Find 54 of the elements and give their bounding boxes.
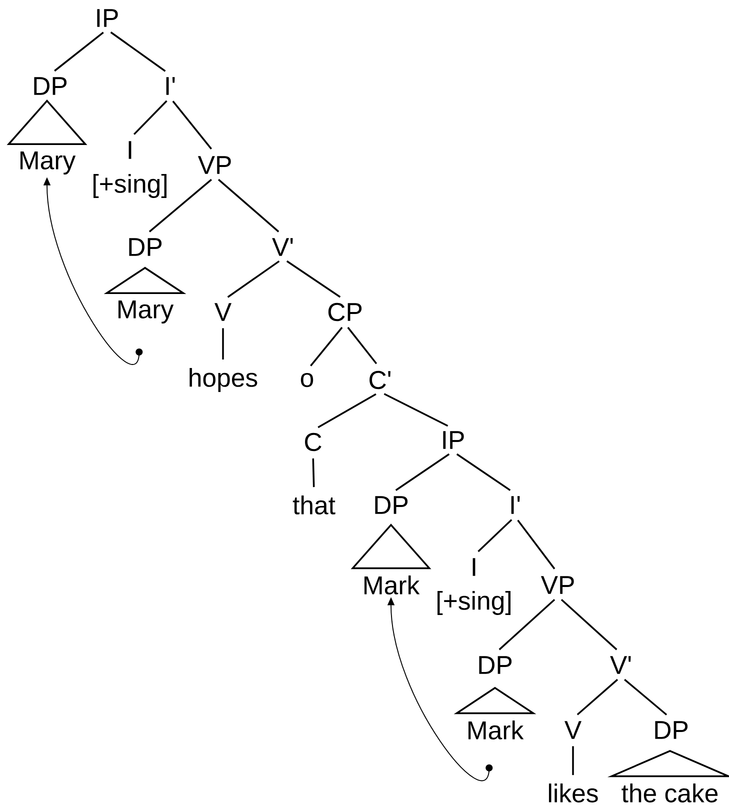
branch-line	[148, 178, 212, 232]
tree-label: IP	[443, 431, 464, 449]
tree-label: I'	[166, 77, 175, 95]
tree-label: DP	[375, 496, 408, 514]
branch-line	[133, 100, 168, 135]
feature-label: [+sing]	[438, 590, 510, 616]
tree-label: I'	[511, 496, 520, 514]
node-label: Mark	[364, 576, 420, 594]
tree-label: I	[128, 141, 132, 159]
branch-line	[312, 458, 315, 488]
tree-label: likes	[548, 784, 598, 802]
branch-line	[286, 260, 341, 298]
tree-label: I	[472, 558, 476, 576]
node-label: Mary	[20, 151, 76, 175]
branch-line	[172, 100, 212, 150]
tree-label: C'	[370, 370, 390, 390]
branch-line	[347, 326, 378, 364]
branch-line	[572, 746, 574, 776]
branch-line	[517, 520, 556, 570]
branch-line	[456, 453, 511, 491]
tree-label: that	[292, 496, 336, 514]
branch-line	[222, 328, 224, 360]
branch-line	[395, 453, 450, 491]
branch-line	[218, 178, 280, 232]
node-label: Mary	[118, 300, 174, 324]
feature-label: [+sing]	[94, 174, 166, 198]
branch-line	[560, 599, 618, 650]
tree-label: V'	[272, 238, 293, 256]
tree-label: V'	[610, 656, 631, 674]
branch-line	[624, 678, 668, 716]
branch-line	[384, 393, 448, 427]
tree-label: V	[214, 303, 232, 321]
branch-line	[54, 32, 104, 72]
tree-label: hopes	[190, 368, 258, 392]
branch-line	[318, 393, 376, 428]
branch-line	[310, 326, 343, 366]
branch-line	[576, 678, 618, 716]
tree-label: DP	[479, 656, 512, 674]
node-label: Mark	[468, 720, 524, 740]
branch-line	[227, 260, 280, 298]
branch-line	[110, 32, 166, 72]
tree-label: IP	[97, 9, 118, 27]
branch-line	[478, 519, 512, 552]
tree-label: C	[305, 432, 322, 452]
tree-label: CP	[328, 302, 362, 322]
branch-line	[498, 599, 556, 650]
tree-label: VP	[198, 156, 231, 174]
node-label: the cake	[622, 784, 718, 802]
tree-label: DP	[129, 238, 162, 256]
tree-label: DP	[34, 77, 67, 95]
tree-label: o	[300, 372, 314, 388]
tree-label: DP	[655, 721, 688, 739]
tree-label: VP	[540, 576, 574, 594]
tree-label: V	[564, 721, 582, 739]
